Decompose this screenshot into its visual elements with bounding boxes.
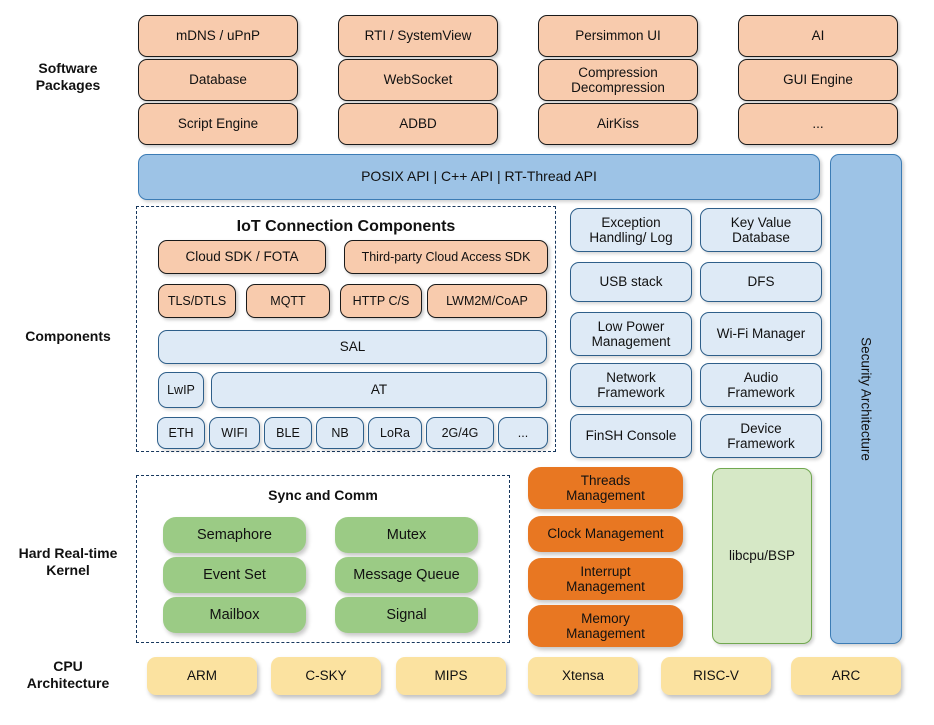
iot-link-box[interactable]: NB <box>316 417 364 449</box>
component-box[interactable]: Key Value Database <box>700 208 822 252</box>
package-box[interactable]: ADBD <box>338 103 498 145</box>
package-box[interactable]: Compression Decompression <box>538 59 698 101</box>
package-box[interactable]: Persimmon UI <box>538 15 698 57</box>
package-box[interactable]: GUI Engine <box>738 59 898 101</box>
iot-link-box[interactable]: ... <box>498 417 548 449</box>
package-box[interactable]: Script Engine <box>138 103 298 145</box>
iot-link-box[interactable]: 2G/4G <box>426 417 494 449</box>
row-label-components: Components <box>25 328 111 345</box>
kernel-service-box[interactable]: Clock Management <box>528 516 683 552</box>
security-architecture-bar[interactable]: Security Architecture <box>830 154 902 644</box>
iot-link-box[interactable]: WIFI <box>209 417 260 449</box>
cpu-arch-box[interactable]: ARM <box>147 657 257 695</box>
libcpu-bsp-box[interactable]: libcpu/BSP <box>712 468 812 644</box>
sync-box[interactable]: Signal <box>335 597 478 633</box>
package-box[interactable]: mDNS / uPnP <box>138 15 298 57</box>
iot-protocol-box[interactable]: MQTT <box>246 284 330 318</box>
kernel-service-box[interactable]: Interrupt Management <box>528 558 683 600</box>
sync-and-comm-group: Sync and Comm <box>136 475 510 643</box>
kernel-service-box[interactable]: Threads Management <box>528 467 683 509</box>
component-box[interactable]: DFS <box>700 262 822 302</box>
sync-box[interactable]: Mailbox <box>163 597 306 633</box>
iot-link-box[interactable]: ETH <box>157 417 205 449</box>
package-box[interactable]: WebSocket <box>338 59 498 101</box>
cpu-arch-box[interactable]: ARC <box>791 657 901 695</box>
sync-box[interactable]: Semaphore <box>163 517 306 553</box>
component-box[interactable]: Device Framework <box>700 414 822 458</box>
security-architecture-label: Security Architecture <box>858 337 874 461</box>
sync-box[interactable]: Mutex <box>335 517 478 553</box>
cpu-arch-box[interactable]: RISC-V <box>661 657 771 695</box>
component-box[interactable]: FinSH Console <box>570 414 692 458</box>
row-label-cpu-architecture: CPU Architecture <box>26 657 110 692</box>
package-box[interactable]: RTI / SystemView <box>338 15 498 57</box>
package-box[interactable]: Database <box>138 59 298 101</box>
iot-cloud-box[interactable]: Cloud SDK / FOTA <box>158 240 326 274</box>
cpu-arch-box[interactable]: MIPS <box>396 657 506 695</box>
iot-protocol-box[interactable]: LWM2M/CoAP <box>427 284 547 318</box>
iot-sal-box[interactable]: SAL <box>158 330 547 364</box>
iot-at-box[interactable]: AT <box>211 372 547 408</box>
component-box[interactable]: Audio Framework <box>700 363 822 407</box>
component-box[interactable]: USB stack <box>570 262 692 302</box>
kernel-service-box[interactable]: Memory Management <box>528 605 683 647</box>
iot-cloud-box[interactable]: Third-party Cloud Access SDK <box>344 240 548 274</box>
package-box[interactable]: ... <box>738 103 898 145</box>
component-box[interactable]: Exception Handling/ Log <box>570 208 692 252</box>
cpu-arch-box[interactable]: Xtensa <box>528 657 638 695</box>
cpu-arch-box[interactable]: C-SKY <box>271 657 381 695</box>
row-label-software-packages: Software Packages <box>35 59 101 94</box>
iot-protocol-box[interactable]: TLS/DTLS <box>158 284 236 318</box>
iot-connection-components-group: IoT Connection Components <box>136 206 556 452</box>
iot-lwip-box[interactable]: LwIP <box>158 372 204 408</box>
iot-protocol-box[interactable]: HTTP C/S <box>340 284 422 318</box>
iot-group-title: IoT Connection Components <box>236 218 456 235</box>
api-bar[interactable]: POSIX API | C++ API | RT-Thread API <box>138 154 820 200</box>
sync-box[interactable]: Message Queue <box>335 557 478 593</box>
sync-group-title: Sync and Comm <box>268 487 378 503</box>
sync-box[interactable]: Event Set <box>163 557 306 593</box>
package-box[interactable]: AI <box>738 15 898 57</box>
component-box[interactable]: Network Framework <box>570 363 692 407</box>
iot-link-box[interactable]: BLE <box>264 417 312 449</box>
component-box[interactable]: Wi-Fi Manager <box>700 312 822 356</box>
iot-link-box[interactable]: LoRa <box>368 417 422 449</box>
package-box[interactable]: AirKiss <box>538 103 698 145</box>
component-box[interactable]: Low Power Management <box>570 312 692 356</box>
row-label-kernel: Hard Real-time Kernel <box>18 544 118 579</box>
